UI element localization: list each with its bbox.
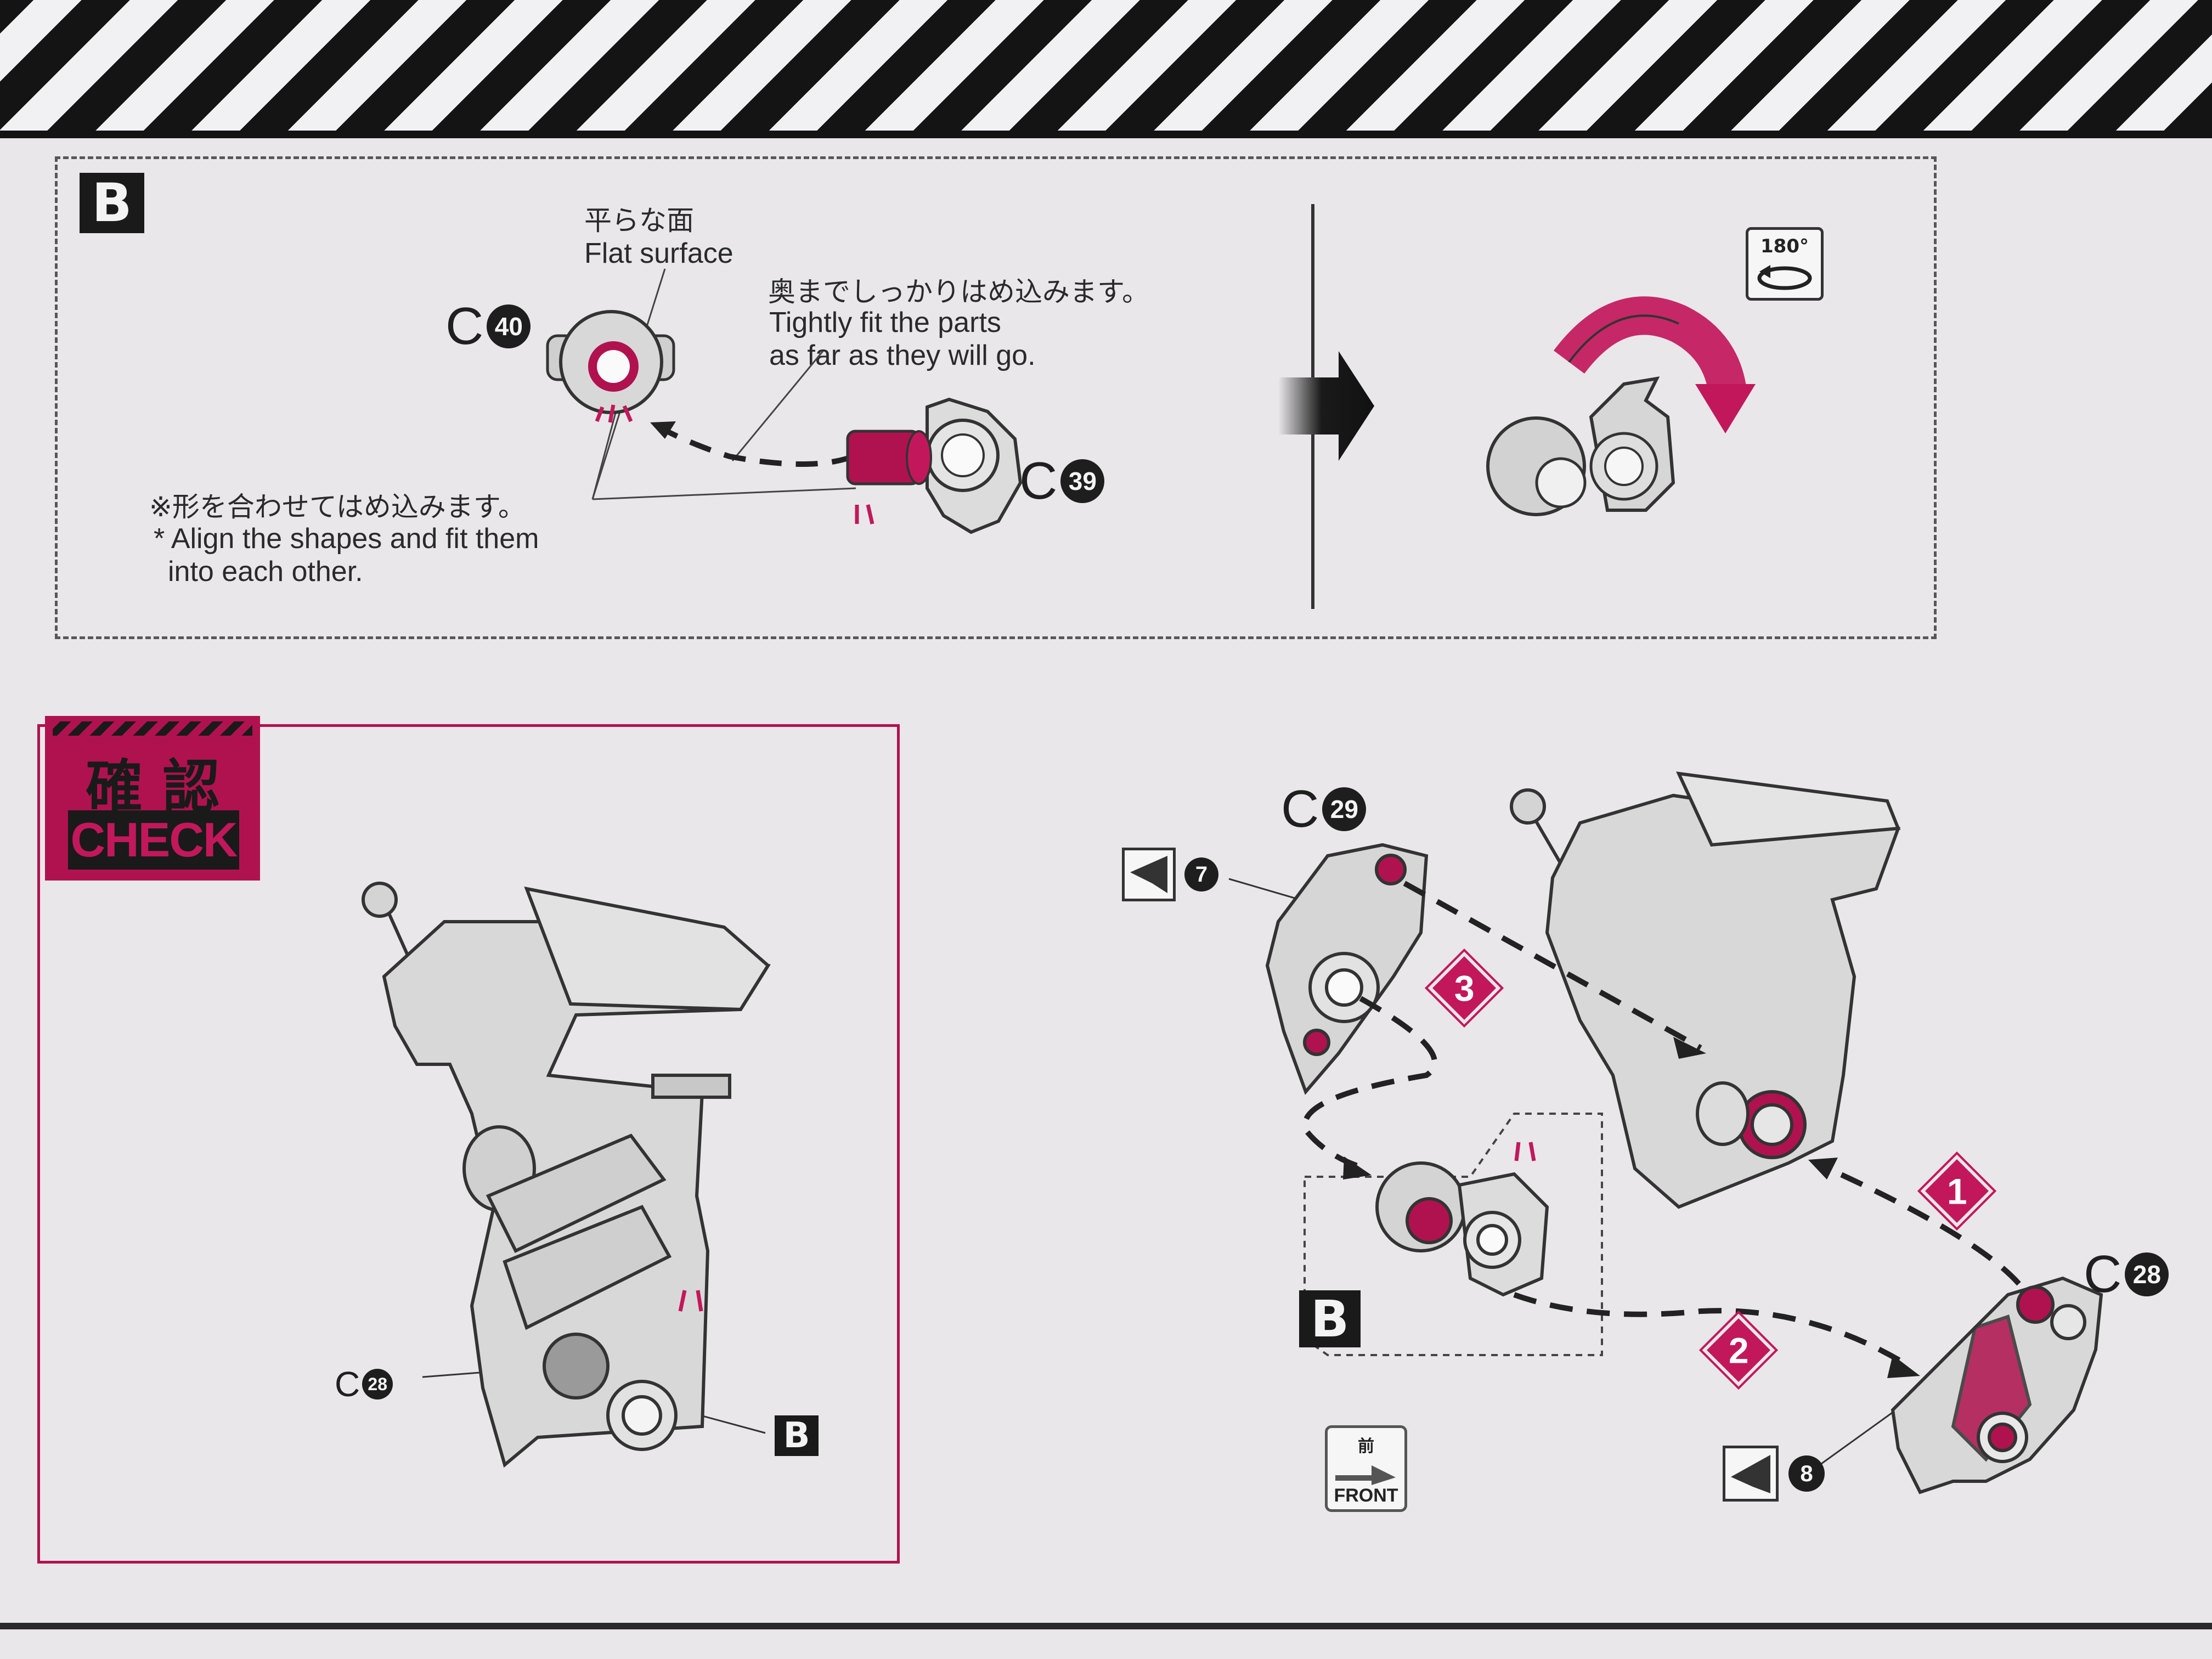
rotated-assembly-part — [1486, 376, 1675, 516]
seal-number-7: 7 — [1184, 857, 1218, 891]
seal-number-8: 8 — [1788, 1455, 1825, 1492]
align-note-jp: ※形を合わせてはめ込みます。 — [149, 491, 526, 523]
flat-surface-en: Flat surface — [584, 238, 733, 269]
step-b-panel — [55, 156, 1937, 639]
part-letter: C — [1281, 780, 1319, 838]
check-header-stripes — [53, 721, 252, 736]
check-illustration — [362, 882, 771, 1468]
check-title-en: CHECK — [68, 810, 239, 870]
fit-tight-jp: 奥までしっかりはめ込みます。 — [768, 276, 1149, 308]
part-letter: C — [2084, 1245, 2122, 1304]
assembly-label-c28: C 28 — [2084, 1244, 2169, 1305]
step-number-text: 3 — [1454, 968, 1475, 1008]
part-label-c40: C 40 — [445, 296, 531, 357]
part-number-badge: 39 — [1060, 459, 1105, 503]
banner-divider — [0, 131, 2212, 138]
step-number-text: 2 — [1728, 1330, 1749, 1370]
c39-part — [846, 397, 1023, 534]
bottom-divider — [0, 1623, 2212, 1629]
sub-assembly-b-part — [1375, 1161, 1549, 1297]
part-number-badge: 40 — [487, 304, 531, 348]
flat-surface-jp: 平らな面 — [584, 205, 694, 236]
front-label-jp: 前 — [1358, 1437, 1374, 1456]
main-body-part — [1510, 771, 1901, 1209]
assembly-label-c29: C 29 — [1281, 779, 1367, 839]
check-header: 確 認 CHECK — [45, 716, 260, 881]
rotate-arrow-glyph — [1757, 265, 1812, 290]
front-arrow-glyph — [1335, 1465, 1396, 1485]
c29-part — [1265, 843, 1429, 1095]
part-letter: C — [445, 297, 484, 356]
check-title-jp: 確 認 — [85, 753, 220, 820]
front-label-en: FRONT — [1334, 1485, 1398, 1506]
fit-tight-en-line2: as far as they will go. — [769, 340, 1036, 371]
check-panel — [37, 724, 900, 1564]
front-direction-icon: 前 FRONT — [1325, 1425, 1407, 1512]
check-label-c28: C 28 — [335, 1364, 393, 1404]
seal-8-callout: 8 — [1723, 1446, 1825, 1502]
part-number-badge: 29 — [1322, 787, 1367, 831]
part-letter: C — [335, 1364, 360, 1404]
align-note-en-line2: into each other. — [168, 556, 363, 588]
c28-part — [1891, 1276, 2103, 1494]
hazard-stripe-banner — [0, 0, 2212, 131]
step-number-text: 1 — [1946, 1171, 1967, 1211]
align-note-en-line1: * Align the shapes and fit them — [154, 523, 539, 555]
marking-seal-icon — [1723, 1446, 1779, 1502]
step-b-badge: B — [80, 172, 144, 234]
rotate-180-icon: 180° — [1746, 227, 1824, 301]
assembled-part — [362, 882, 771, 1468]
check-title-en-text: CHECK — [70, 812, 238, 867]
marking-seal-icon — [1122, 848, 1176, 901]
c40-joint-part — [546, 310, 675, 414]
part-number-badge: 28 — [362, 1369, 393, 1400]
seal-shape-glyph — [1130, 856, 1167, 893]
next-step-arrow — [1278, 351, 1374, 461]
rotate-angle-label: 180° — [1760, 235, 1809, 257]
seal-shape-glyph — [1731, 1455, 1770, 1493]
fit-tight-en-line1: Tightly fit the parts — [769, 307, 1001, 338]
part-letter: C — [1019, 452, 1058, 510]
seal-7-callout: 7 — [1122, 848, 1218, 901]
part-number-badge: 28 — [2125, 1252, 2169, 1296]
step-b-illustration — [546, 204, 1756, 609]
sub-assembly-b-badge: B — [1299, 1290, 1361, 1348]
part-label-c39: C 39 — [1019, 451, 1105, 511]
check-label-b: B — [775, 1415, 819, 1456]
